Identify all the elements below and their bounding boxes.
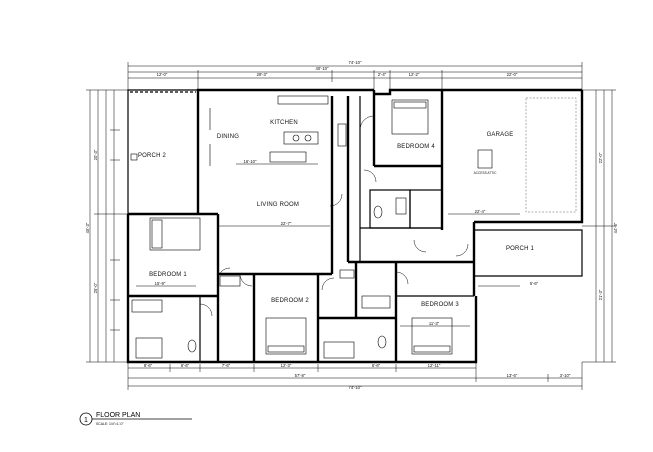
room-label-living: LIVING ROOM — [257, 202, 299, 208]
left-dimension-lines — [86, 89, 128, 363]
room-label-bedroom4: BEDROOM 4 — [397, 144, 435, 150]
bottom-row-dim-6: 12'-11" — [428, 363, 441, 368]
right-overall-dim: 44'-3" — [613, 222, 618, 233]
fixtures — [130, 95, 577, 359]
interior-dimension-lines — [136, 163, 520, 327]
left-overall-dim: 45'-3" — [85, 222, 90, 233]
bottom-row-dim-2: 6'-6" — [181, 363, 190, 368]
top-dim-a: 12'-0" — [157, 72, 168, 77]
bottom-dim-b: 13'-6" — [507, 373, 518, 378]
garage-width-dim: 22'-4" — [475, 209, 486, 214]
top-dim-d: 2'-4" — [378, 72, 387, 77]
bottom-dim-a: 57'-8" — [295, 373, 306, 378]
top-dim-b: 29'-3" — [257, 72, 268, 77]
bed1-width-dim: 15'-9" — [155, 281, 166, 286]
room-label-bedroom1: BEDROOM 1 — [149, 272, 187, 278]
overall-bottom-dim: 74'-10" — [349, 385, 363, 390]
top-dimension-lines — [127, 62, 583, 90]
overall-top-dim: 74'-10" — [349, 60, 363, 65]
porch1-width-dim: 5'-6" — [530, 281, 539, 286]
room-label-dining: DINING — [217, 134, 239, 140]
right-dim-b: 21'-3" — [598, 289, 603, 300]
door-swings — [199, 115, 469, 317]
drawing-title: FLOOR PLAN — [96, 412, 140, 419]
bottom-dimension-lines — [127, 362, 583, 390]
room-label-porch2: PORCH 2 — [138, 153, 167, 159]
left-dim-a: 20'-3" — [93, 149, 98, 160]
top-dim-c: 40'-10" — [316, 66, 330, 71]
title-block — [79, 412, 192, 426]
bed3-width-dim: 11'-3" — [429, 321, 440, 326]
bottom-row-dim-4: 12'-3" — [281, 363, 292, 368]
bottom-row-dim-1: 8'-6" — [144, 363, 153, 368]
bottom-dim-c: 3'-10" — [560, 373, 571, 378]
access-attic-label: ACCESS ATTIC — [474, 171, 497, 175]
room-label-bedroom2: BEDROOM 2 — [271, 298, 309, 304]
right-dim-a: 22'-0" — [598, 152, 603, 163]
living-width-dim: 22'-7" — [281, 221, 292, 226]
drawing-scale: SCALE: 1/4"=1'-0" — [96, 422, 124, 426]
room-label-garage: GARAGE — [487, 132, 514, 138]
walls — [126, 88, 584, 364]
right-dimension-lines — [582, 89, 616, 363]
kitchen-width-dim: 16'-10" — [244, 159, 258, 164]
bottom-row-dim-5: 6'-6" — [372, 363, 381, 368]
drawing-number: 1 — [84, 417, 88, 424]
room-label-porch1: PORCH 1 — [506, 246, 535, 252]
room-label-bedroom3: BEDROOM 3 — [421, 302, 459, 308]
top-dim-f: 22'-0" — [507, 72, 518, 77]
room-label-kitchen: KITCHEN — [270, 120, 298, 126]
top-dim-e: 12'-2" — [409, 72, 420, 77]
left-dim-b: 25'-0" — [93, 282, 98, 293]
bottom-row-dim-3: 7'-6" — [222, 363, 231, 368]
